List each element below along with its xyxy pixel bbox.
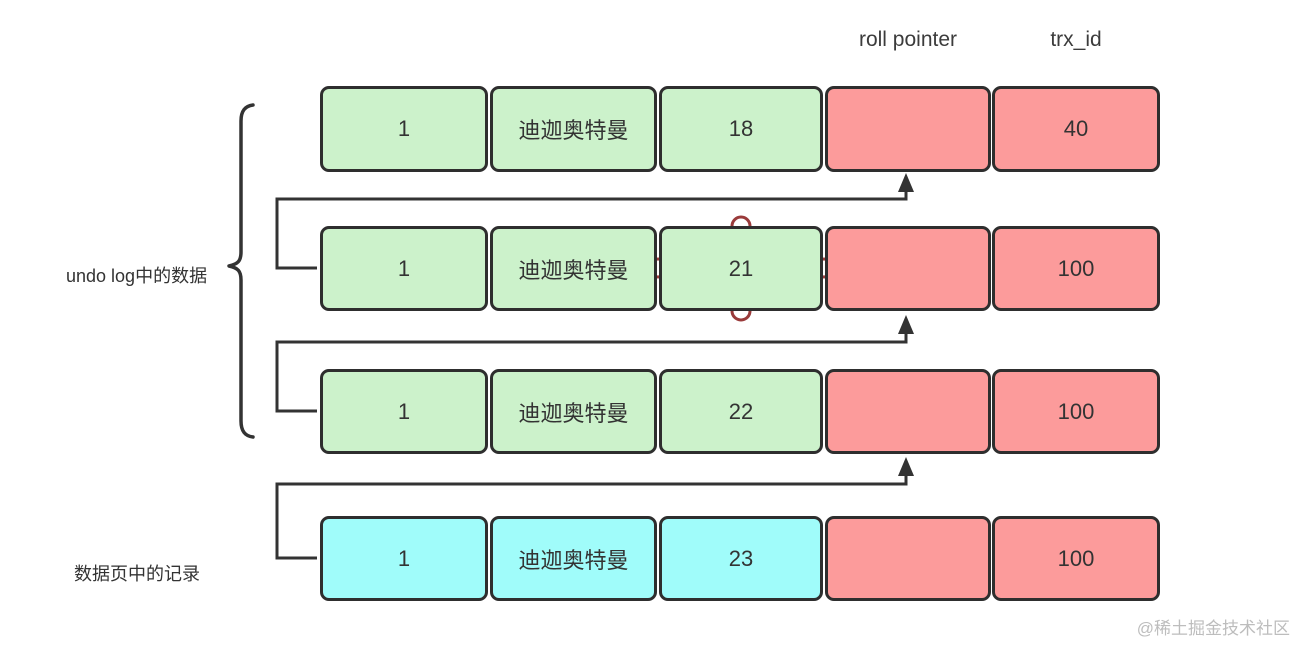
record2-age-cell: 21: [659, 226, 823, 311]
record4-name-cell: 迪迦奥特曼: [490, 516, 657, 601]
record2-roll-pointer-cell: [825, 226, 991, 311]
record3-age-cell: 22: [659, 369, 823, 454]
undo-log-brace: [227, 103, 255, 439]
arrowhead-up-icon: [898, 457, 914, 476]
record3-id-cell: 1: [320, 369, 488, 454]
record3-trx-id-cell: 100: [992, 369, 1160, 454]
record4-trx-id-cell: 100: [992, 516, 1160, 601]
record1-id-cell: 1: [320, 86, 488, 172]
arrowhead-up-icon: [898, 315, 914, 334]
record2-id-cell: 1: [320, 226, 488, 311]
juejin-watermark: @稀土掘金技术社区: [1136, 619, 1290, 638]
record4-age-cell: 23: [659, 516, 823, 601]
record1-trx-id-cell: 40: [992, 86, 1160, 172]
undo-log-label: undo log中的数据: [66, 266, 208, 286]
record1-roll-pointer-cell: [825, 86, 991, 172]
data-page-label: 数据页中的记录: [74, 564, 200, 584]
record1-name-cell: 迪迦奥特曼: [490, 86, 657, 172]
record4-roll-pointer-cell: [825, 516, 991, 601]
record1-age-cell: 18: [659, 86, 823, 172]
arrowhead-up-icon: [898, 173, 914, 192]
record3-name-cell: 迪迦奥特曼: [490, 369, 657, 454]
roll-pointer-column-label: roll pointer: [858, 28, 958, 51]
record2-trx-id-cell: 100: [992, 226, 1160, 311]
record3-roll-pointer-cell: [825, 369, 991, 454]
trx-id-column-label: trx_id: [1050, 28, 1102, 51]
record2-name-cell: 迪迦奥特曼: [490, 226, 657, 311]
record4-id-cell: 1: [320, 516, 488, 601]
